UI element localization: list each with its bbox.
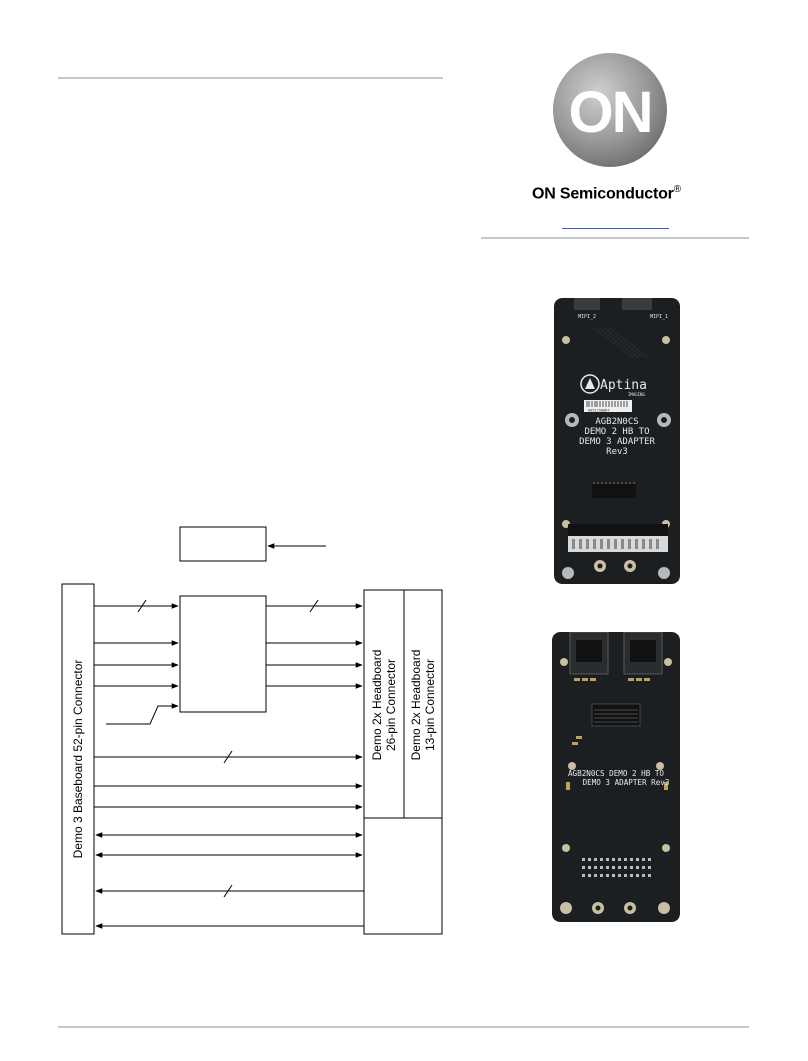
website-link-underline[interactable] (562, 228, 669, 229)
back-line1: AGB2N0CS DEMO 2 HB TO (568, 769, 664, 778)
registered-mark: ® (673, 184, 681, 195)
headboard-lower-box (363, 817, 443, 935)
headboard-13-label-line2: 13-pin Connector (423, 659, 437, 751)
front-line2: DEMO 2 HB TO (584, 427, 649, 437)
baseboard-connector-box (61, 583, 95, 935)
barcode-text: A5517S0067 (588, 409, 610, 413)
aptina-brand: Aptina (600, 378, 647, 393)
back-line2: DEMO 3 ADAPTER Rev3 (583, 778, 670, 787)
headboard-13pin-box (403, 589, 443, 819)
adapter-board-front-photo: MIPI_2 MIPI_1 Aptina IMAGING A5517S0067 … (554, 298, 680, 584)
mipi1-connector (622, 298, 652, 310)
top-right-rule (481, 237, 749, 239)
mipi2-connector (574, 298, 600, 310)
brand-name-text: ON Semiconductor (532, 185, 674, 203)
logo-text: ON (569, 80, 652, 145)
top-block (179, 526, 267, 562)
headboard-13-label-line1: Demo 2x Headboard (409, 650, 423, 761)
on-semiconductor-logo: ON (553, 53, 667, 167)
front-line4: Rev3 (606, 447, 628, 457)
mipi1-label: MIPI_1 (650, 314, 668, 320)
block-diagram: Demo 3 Baseboard 52-pin Connector Demo 2… (61, 526, 443, 935)
brand-name: ON Semiconductor® (532, 184, 702, 203)
baseboard-label: Demo 3 Baseboard 52-pin Connector (71, 660, 85, 859)
adapter-board-back-photo: AGB2N0CS DEMO 2 HB TO DEMO 3 ADAPTER Rev… (552, 632, 680, 922)
front-line3: DEMO 3 ADAPTER (579, 437, 655, 447)
footer-rule (58, 1026, 749, 1028)
aptina-sub: IMAGING (628, 392, 645, 397)
top-left-rule (58, 77, 443, 79)
middle-block (179, 595, 267, 713)
mipi2-label: MIPI_2 (578, 314, 596, 320)
headboard-26-label-line2: 26-pin Connector (384, 659, 398, 751)
headboard-26-label-line1: Demo 2x Headboard (370, 650, 384, 761)
front-line1: AGB2N0CS (595, 417, 638, 427)
